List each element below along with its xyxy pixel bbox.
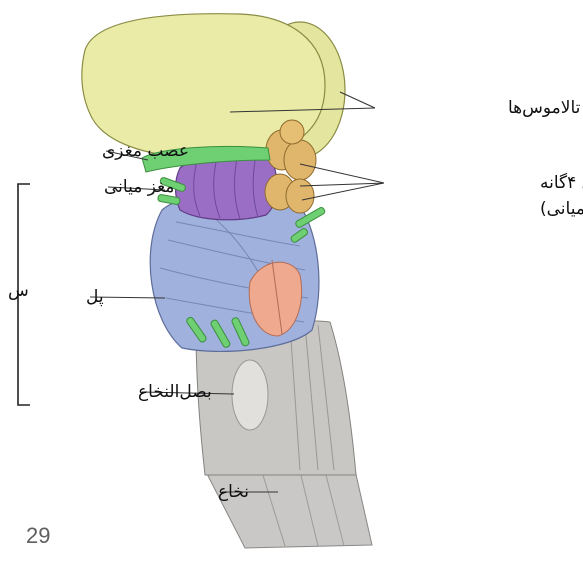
label-cut-left: س — [8, 281, 29, 301]
label-medulla: بصل‌النخاع — [138, 382, 212, 402]
label-colliculi: برجستگی‌های ۴گانه — [540, 172, 583, 193]
label-colliculi-note: ( از اجزاء مغز میانی) — [540, 199, 583, 219]
thalamus — [82, 14, 345, 159]
page-number: 29 — [26, 523, 50, 548]
label-thalamus: تالاموس‌ها — [508, 98, 581, 118]
label-optic-nerve: عصب مغزی — [102, 141, 189, 161]
label-spinal-cord: نخاع — [218, 482, 249, 502]
label-pons: پل — [86, 287, 104, 307]
label-midbrain: مغز میانی — [104, 177, 174, 197]
